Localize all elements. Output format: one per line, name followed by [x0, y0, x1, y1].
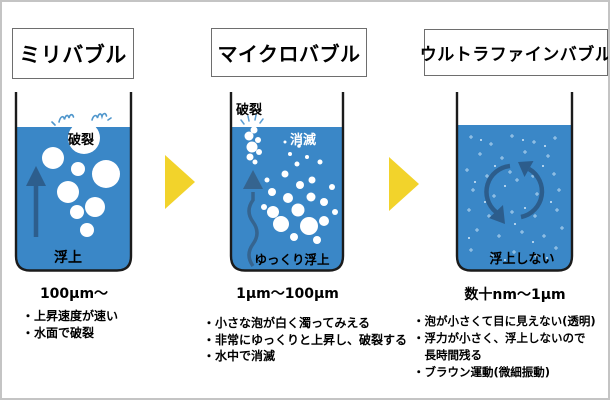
- slow-rise-wavy-arrow-icon: [243, 170, 263, 268]
- bursting-bubble: [68, 122, 100, 154]
- milli-bubble-beaker: [14, 92, 133, 272]
- bullet-item: ・水中で消滅: [203, 349, 276, 363]
- ultrafine-bubble-beaker: [455, 92, 574, 272]
- vanish-label-micro: 消滅: [290, 133, 317, 148]
- size-range-ultrafine: 数十nm〜1μm: [464, 287, 566, 303]
- chevron-right-icon: [165, 155, 195, 209]
- rising-bubble-trail: [244, 126, 262, 165]
- title-box-ultrafine-bubble: ウルトラファインバブル: [420, 29, 608, 76]
- bullet-item: ・浮力が小さく、浮上しないので: [413, 331, 586, 345]
- bullet-item: ・小さな泡が白く濁ってみえる: [203, 316, 371, 330]
- title-box-micro-bubble: マイクロバブル: [211, 28, 367, 77]
- burst-sparks-icon: [51, 112, 112, 126]
- large-bubbles: [42, 122, 120, 237]
- bullet-item: ・非常にゆっくりと上昇し、破裂する: [203, 332, 408, 347]
- bullet-item: ・泡が小さくて目に見えない(透明): [413, 314, 596, 328]
- dissolving-bubbles: [261, 140, 338, 244]
- circulation-arrows-icon: [484, 161, 545, 224]
- burst-label-milli: 破裂: [68, 133, 95, 148]
- bullet-item: ・水面で破裂: [22, 325, 95, 340]
- size-range-micro: 1μm〜100μm: [236, 286, 339, 302]
- water: [458, 125, 571, 270]
- nano-bubble-sparkles: [465, 134, 564, 258]
- float-label-micro: ゆっくり浮上: [254, 252, 330, 267]
- bullet-item: ・ブラウン運動(微細振動): [413, 365, 551, 379]
- beaker-outline: [229, 92, 345, 272]
- title-box-milli-bubble: ミリバブル: [12, 28, 134, 79]
- size-range-milli: 100μm〜: [39, 286, 109, 302]
- milli-bullet-list: ・上昇速度が速い ・水面で破裂: [22, 308, 118, 341]
- float-label-ultrafine: 浮上しない: [489, 252, 555, 267]
- ultrafine-bullet-list: ・泡が小さくて目に見えない(透明) ・浮力が小さく、浮上しないので 長時間残る …: [413, 313, 596, 381]
- micro-bullet-list: ・小さな泡が白く濁ってみえる ・非常にゆっくりと上昇し、破裂する ・水中で消滅: [203, 315, 407, 365]
- bullet-item: ・上昇速度が速い: [22, 309, 119, 323]
- surface-burst-icon: [240, 114, 264, 125]
- float-label-milli: 浮上: [54, 250, 82, 266]
- nano-bubble-dots: [468, 139, 552, 261]
- beaker-outline: [455, 92, 574, 272]
- micro-bubble-beaker: [229, 92, 345, 272]
- bullet-item: 長時間残る: [413, 348, 482, 362]
- beaker-outline: [14, 92, 133, 272]
- burst-label-micro: 破裂: [236, 103, 263, 118]
- chevron-right-icon: [389, 157, 419, 211]
- up-arrow-icon: [26, 166, 46, 237]
